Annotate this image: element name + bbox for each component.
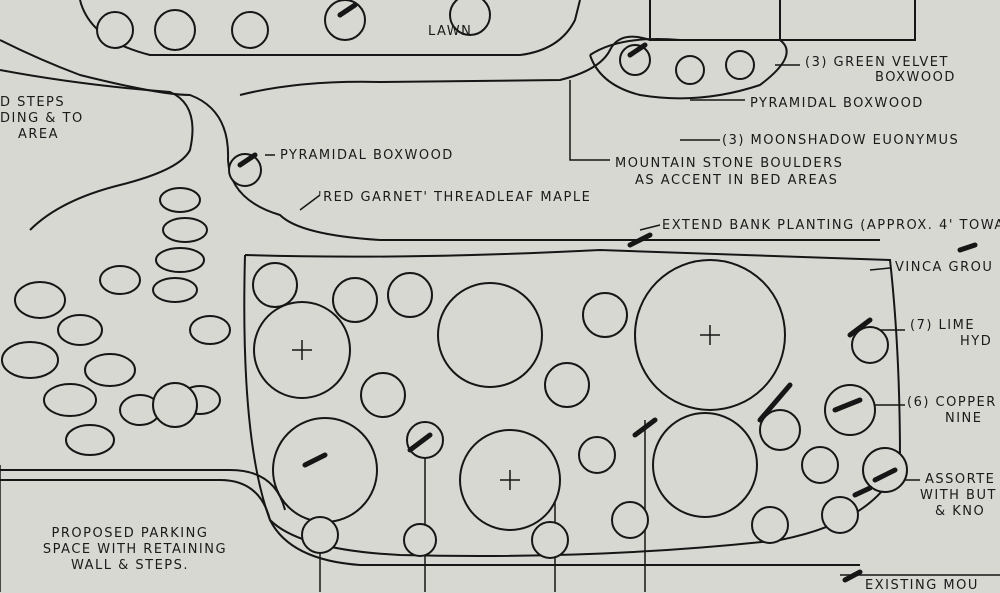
lawn-outline — [79, 0, 581, 56]
label-maple: 'RED GARNET' THREADLEAF MAPLE — [318, 190, 592, 205]
label-boulders-line1: MOUNTAIN STONE BOULDERS — [615, 156, 844, 171]
walkway-edge — [0, 39, 880, 241]
label-steps-line2: DING & TO — [0, 111, 84, 126]
label-assorted-line2: WITH BUT — [920, 488, 997, 503]
label-assorted-line1: ASSORTE — [925, 472, 996, 487]
label-copper-line2: NINE — [945, 411, 983, 426]
walkway-edge-3 — [239, 35, 651, 96]
label-pyramidal-boxwood-left: PYRAMIDAL BOXWOOD — [280, 148, 454, 163]
label-parking-line2: SPACE WITH RETAINING — [42, 542, 228, 557]
label-parking-line1: PROPOSED PARKING — [51, 526, 209, 541]
boulder-cluster — [1, 187, 231, 456]
label-lime-line2: HYD — [960, 334, 993, 349]
label-moonshadow: (3) MOONSHADOW EUONYMUS — [722, 133, 960, 148]
tree-center-marks — [292, 325, 720, 490]
walkway-edge-2 — [0, 69, 194, 231]
label-lawn: LAWN — [428, 24, 473, 39]
label-boulders-line2: AS ACCENT IN BED AREAS — [635, 173, 839, 188]
label-steps-line3: AREA — [18, 127, 60, 142]
label-existing: EXISTING MOU — [865, 578, 979, 593]
label-vinca: VINCA GROU — [895, 260, 994, 275]
shadow-marks — [237, 2, 978, 583]
label-green-velvet-line1: (3) GREEN VELVET — [805, 55, 949, 70]
right-bed-outline — [589, 38, 788, 100]
building-outline — [649, 0, 916, 41]
label-parking-line3: WALL & STEPS. — [70, 558, 190, 573]
label-pyramidal-boxwood-right: PYRAMIDAL BOXWOOD — [750, 96, 924, 111]
plant-symbols — [96, 0, 908, 559]
label-green-velvet-line2: BOXWOOD — [875, 70, 956, 85]
label-assorted-line3: & KNO — [935, 504, 986, 519]
label-bank-planting: EXTEND BANK PLANTING (APPROX. 4' TOWA — [662, 218, 1000, 233]
parking-outline — [0, 479, 860, 566]
label-lime-line1: (7) LIME — [910, 318, 976, 333]
label-copper-line1: (6) COPPER — [907, 395, 997, 410]
label-steps-line1: D STEPS — [0, 95, 66, 110]
main-bed-outline — [243, 248, 902, 557]
